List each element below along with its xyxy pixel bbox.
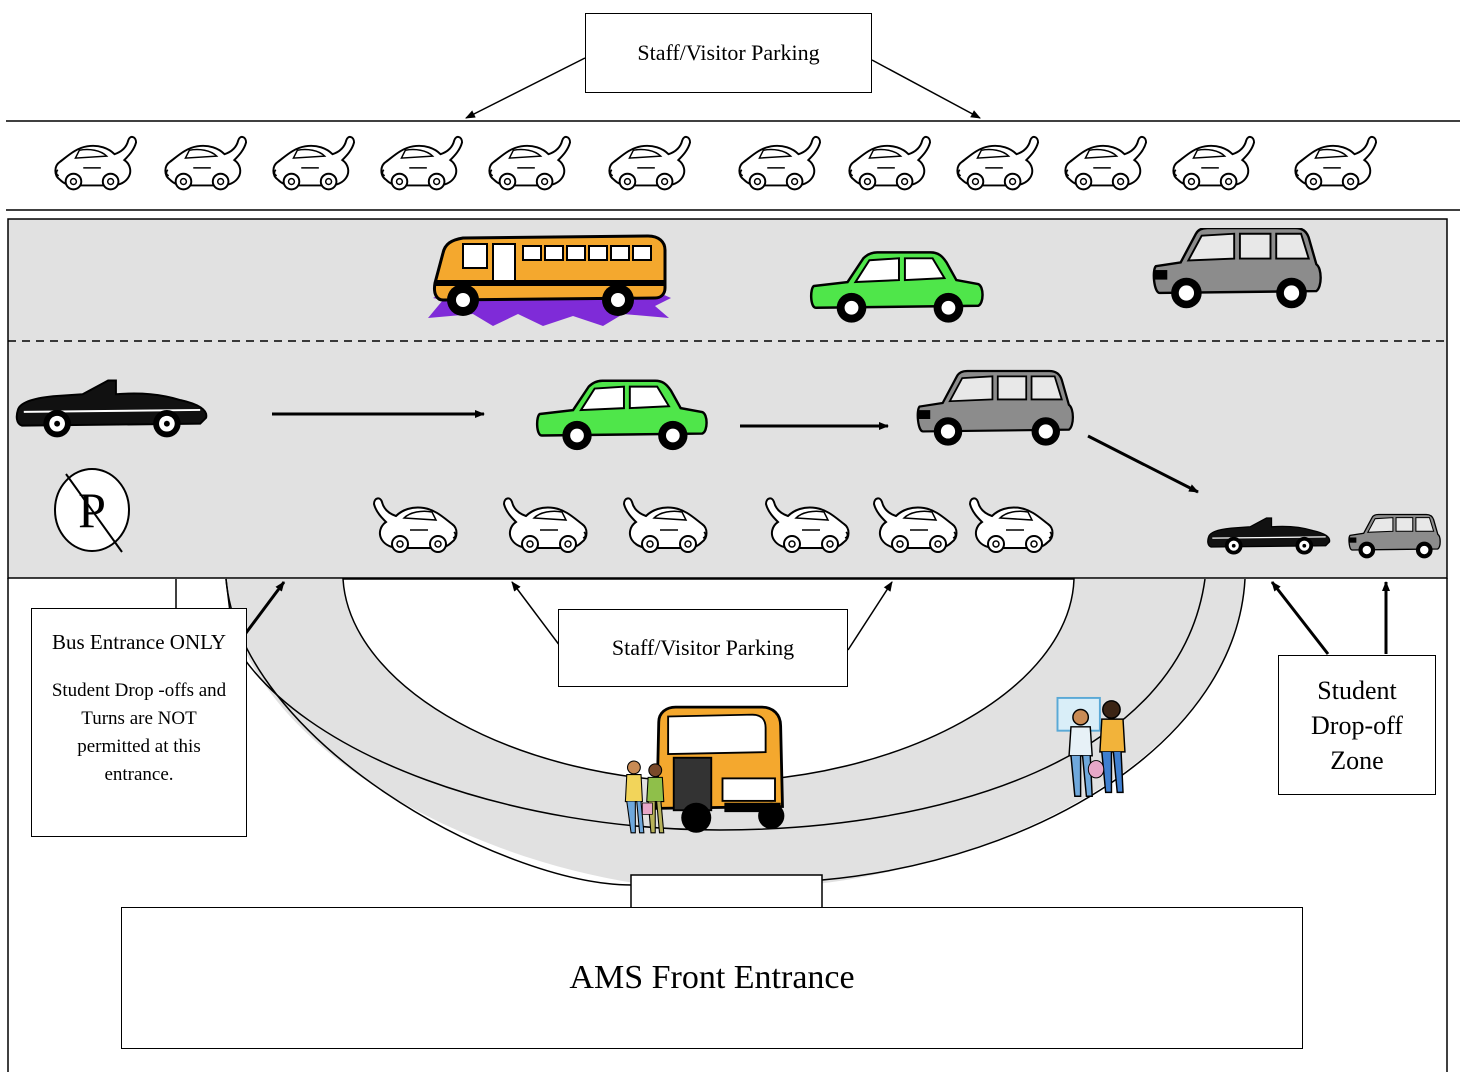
parked-car-icon: [1294, 135, 1378, 191]
parked-car-icon: [54, 135, 138, 191]
bus-entrance-note: Student Drop -offs and Turns are NOT per…: [51, 680, 227, 785]
parked-car-icon: [738, 135, 822, 191]
pointer-arrow: [847, 581, 893, 651]
parked-car-icon: [1172, 135, 1256, 191]
pointer-arrow: [511, 581, 561, 647]
parked-car-icon: [608, 135, 692, 191]
no-parking-sign: P: [54, 468, 130, 552]
staff-visitor-parking-text: Staff/Visitor Parking: [637, 40, 820, 65]
driveway-mid-curve: [231, 578, 1206, 831]
bus-entrance-title: Bus Entrance ONLY: [51, 630, 227, 654]
bus-entrance-label: Bus Entrance ONLY Student Drop -offs and…: [31, 608, 247, 837]
student-dropoff-zone-text: Student Drop-off Zone: [1311, 675, 1403, 775]
parked-car-icon: [956, 135, 1040, 191]
parked-car-icon: [848, 135, 932, 191]
parked-car-icon: [272, 135, 356, 191]
parked-car-icon: [380, 135, 464, 191]
staff-visitor-parking-label-top: Staff/Visitor Parking: [585, 13, 872, 93]
bus-lane-stub: [175, 578, 231, 613]
front-entrance-label: AMS Front Entrance: [121, 907, 1303, 1049]
staff-visitor-parking-label-bottom: Staff/Visitor Parking: [558, 609, 848, 687]
no-parking-letter: P: [78, 482, 106, 538]
parked-car-icon: [488, 135, 572, 191]
entrance-porch: [630, 874, 823, 910]
pointer-arrow: [1270, 581, 1330, 655]
school-bus-icon: [426, 234, 673, 328]
parked-car-icon: [164, 135, 248, 191]
flow-arrow: [1087, 434, 1199, 494]
parking-row-top: [54, 135, 1378, 191]
no-parking-icon: [54, 468, 130, 553]
staff-visitor-parking-text: Staff/Visitor Parking: [611, 635, 795, 660]
pointer-arrow: [465, 57, 586, 119]
pointer-arrow: [871, 59, 981, 119]
front-entrance-text: AMS Front Entrance: [569, 959, 855, 996]
student-dropoff-zone-label: Student Drop-off Zone: [1278, 655, 1436, 795]
parked-car-icon: [1064, 135, 1148, 191]
